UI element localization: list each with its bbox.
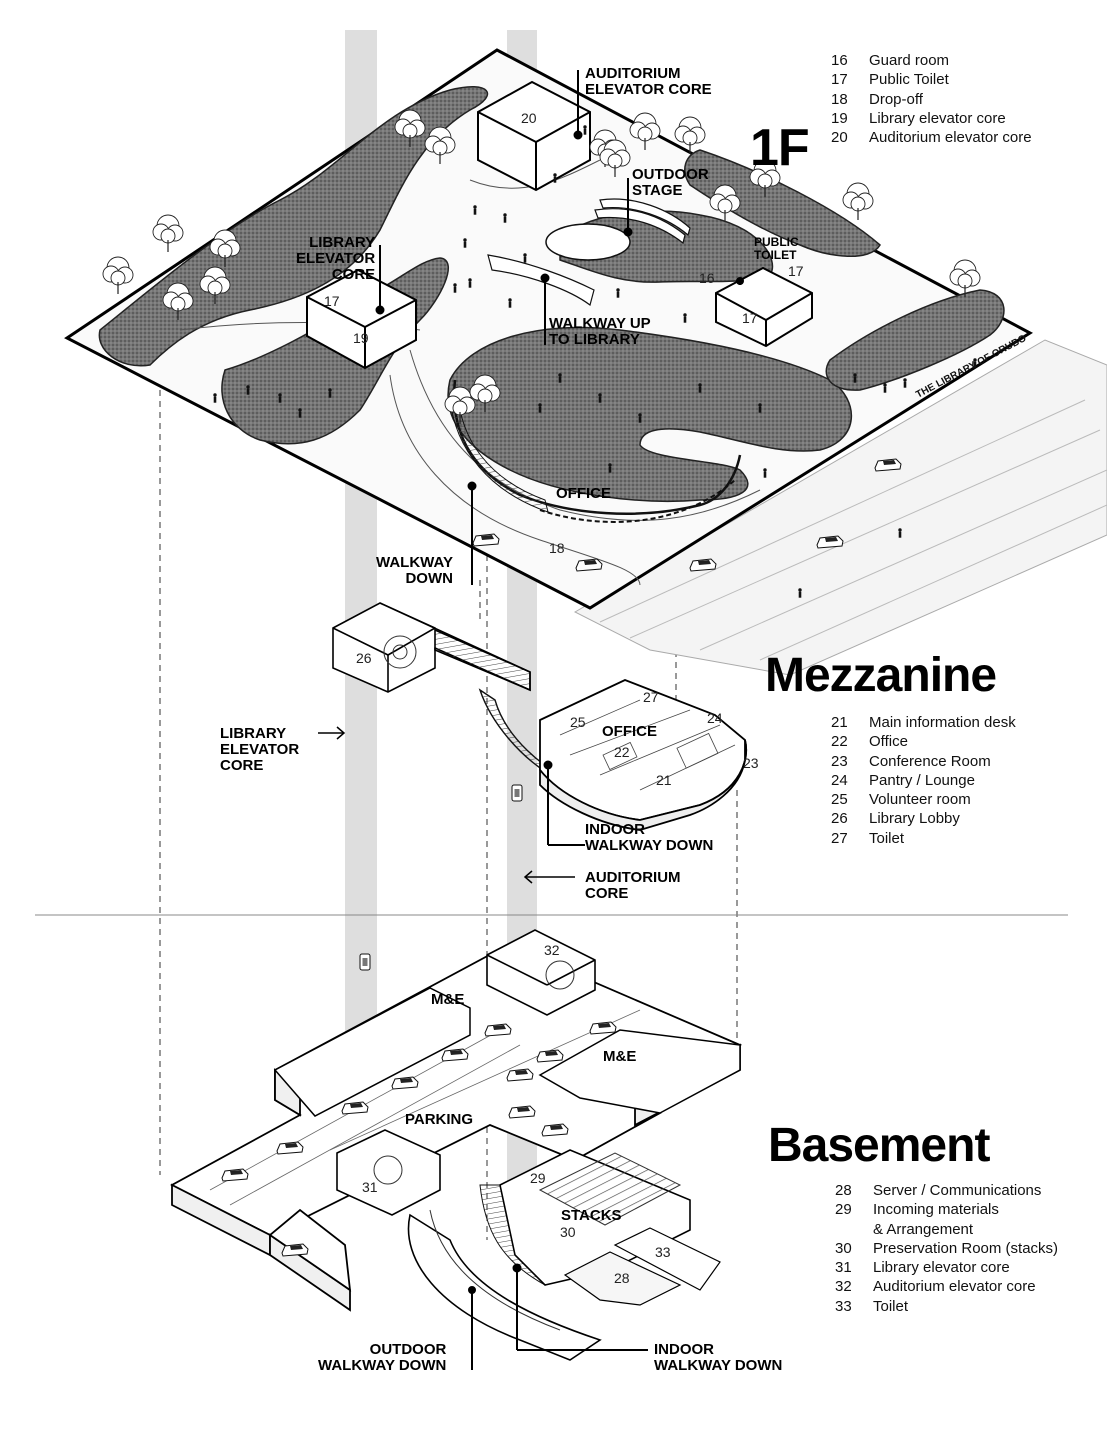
label-stacks: STACKS [561, 1207, 622, 1224]
label-walkway-up-to-library: WALKWAY UP TO LIBRARY [549, 315, 651, 348]
label-office-1f: OFFICE [556, 485, 611, 502]
room-number: 17 [324, 293, 340, 309]
public-toilet-block [715, 266, 813, 348]
basement-floor [170, 929, 743, 1370]
label-indoor-walkway-down-basement: INDOOR WALKWAY DOWN [654, 1341, 783, 1374]
first-floor-plate: THE LIBRARY OF ORUBO [64, 48, 1107, 676]
room-number: 20 [521, 110, 537, 126]
room-number: 17 [742, 310, 758, 326]
room-number: 26 [356, 650, 372, 666]
room-number: 27 [643, 689, 659, 705]
mezzanine-floor [318, 602, 747, 884]
label-auditorium-core-mezz: AUDITORIUM CORE [585, 869, 681, 902]
first-floor-title: 1F [750, 119, 810, 177]
room-number: 21 [656, 772, 672, 788]
label-outdoor-walkway-down: OUTDOOR WALKWAY DOWN [318, 1341, 447, 1374]
label-indoor-walkway-down-mezz: INDOOR WALKWAY DOWN [585, 821, 714, 854]
room-number: 22 [614, 744, 630, 760]
label-office-mezz: OFFICE [602, 723, 657, 740]
label-walkway-down: WALKWAY DOWN [376, 554, 453, 587]
room-number: 28 [614, 1270, 630, 1286]
room-number: 24 [707, 710, 723, 726]
label-library-elevator-core-1f: LIBRARY ELEVATOR CORE [296, 234, 376, 283]
library-elevator-core-1f [306, 268, 417, 370]
room-number: 33 [655, 1244, 671, 1260]
room-number: 32 [544, 942, 560, 958]
room-number: 19 [353, 330, 369, 346]
auditorium-elevator-core-1f [477, 80, 591, 192]
label-parking: PARKING [405, 1111, 474, 1128]
label-me-right: M&E [603, 1048, 637, 1065]
room-number: 30 [560, 1224, 576, 1240]
room-number: 31 [362, 1179, 378, 1195]
room-number: 16 [699, 270, 715, 286]
room-number: 23 [743, 755, 759, 771]
room-number: 17 [788, 263, 804, 279]
basement-title: Basement [768, 1119, 990, 1172]
label-public-toilet: PUBLIC TOILET [754, 235, 799, 262]
label-me-left: M&E [431, 991, 465, 1008]
label-library-elevator-core-mezz: LIBRARY ELEVATOR CORE [220, 725, 300, 774]
mezzanine-title: Mezzanine [765, 649, 997, 702]
label-outdoor-stage: OUTDOOR STAGE [632, 166, 709, 199]
room-number: 25 [570, 714, 586, 730]
label-auditorium-elevator-core: AUDITORIUM ELEVATOR CORE [585, 65, 712, 98]
room-number: 29 [530, 1170, 546, 1186]
room-number: 18 [549, 540, 565, 556]
